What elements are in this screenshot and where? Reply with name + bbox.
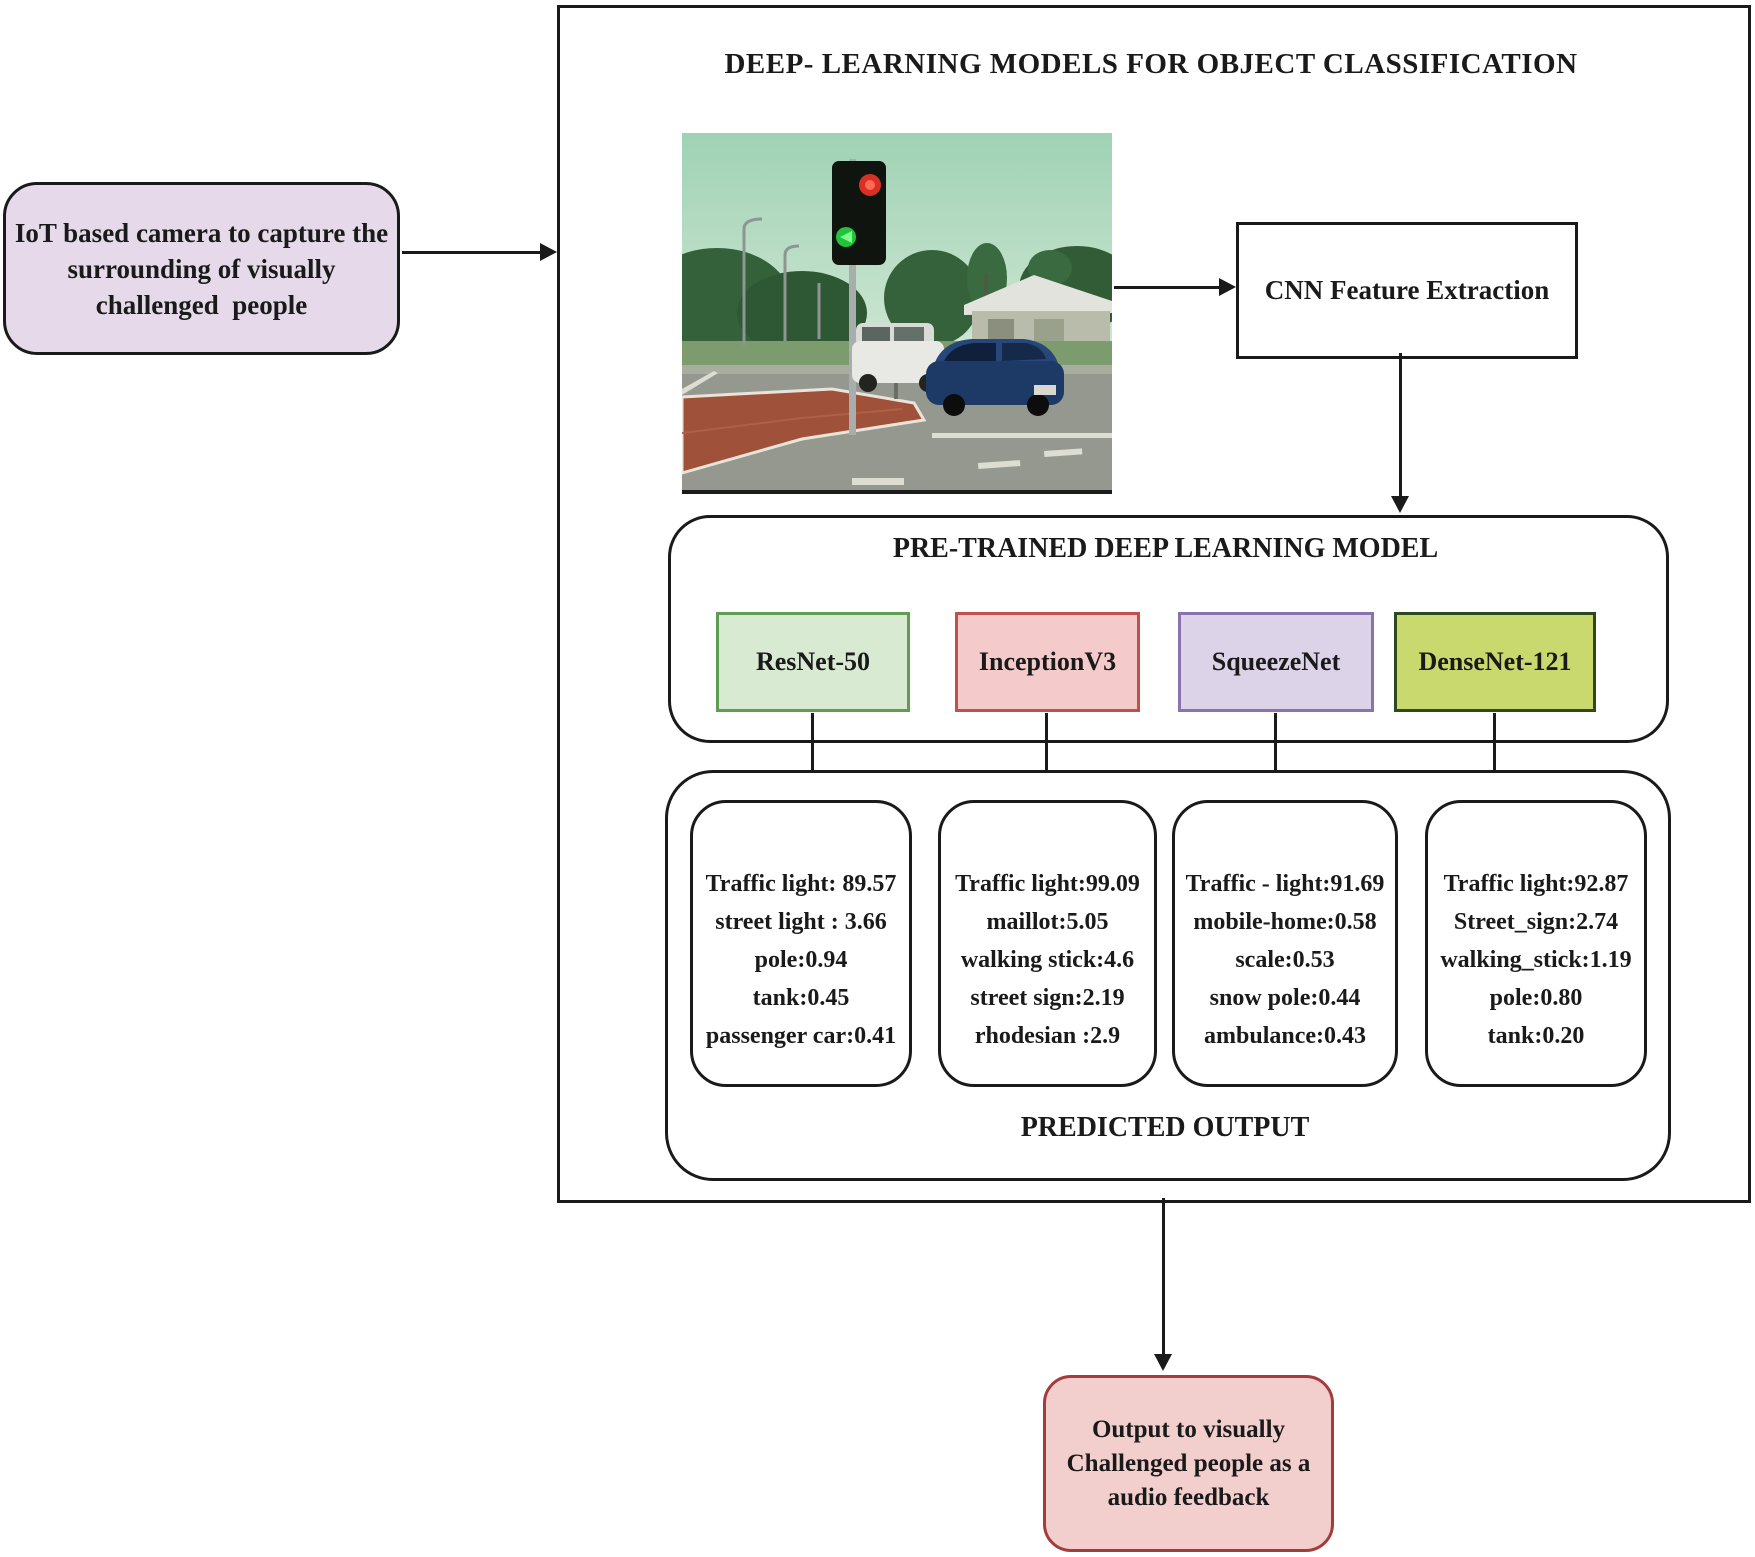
result-line: Street_sign:2.74 [1453, 909, 1619, 935]
result-line: street sign:2.19 [970, 985, 1125, 1011]
result-line: walking stick:4.6 [960, 947, 1135, 973]
input-iot-box: IoT based camera to capture the surround… [3, 182, 400, 355]
cnn-feature-extraction-box: CNN Feature Extraction [1236, 222, 1578, 359]
predicted-output-title: PREDICTED OUTPUT [1020, 1112, 1310, 1143]
result-line: Traffic light: 89.57 [705, 871, 897, 897]
model-label: DenseNet-121 [1418, 647, 1572, 676]
diagram-title: DEEP- LEARNING MODELS FOR OBJECT CLASSIF… [724, 48, 1578, 80]
output-audio-box: Output to visually Challenged people as … [1043, 1375, 1334, 1552]
model-box-densenet121: DenseNet-121 [1394, 612, 1596, 712]
model-label: InceptionV3 [978, 647, 1117, 676]
result-line: pole:0.80 [1489, 985, 1583, 1011]
result-line: ambulance:0.43 [1204, 1023, 1366, 1049]
lamp-posts [742, 217, 821, 345]
model-box-squeezenet: SqueezeNet [1178, 612, 1374, 712]
input-box-line: IoT based camera to capture the [14, 217, 389, 248]
arrow-input-to-pipeline [402, 251, 542, 254]
result-line: rhodesian :2.9 [974, 1023, 1121, 1049]
road-markings [682, 371, 1112, 485]
arrow-inception-to-result [1045, 713, 1048, 785]
arrow-photo-to-cnn-head [1219, 278, 1236, 296]
result-box-squeezenet: Traffic - light:91.69 mobile-home:0.58 s… [1172, 800, 1398, 1087]
result-line: Traffic light:92.87 [1443, 871, 1629, 897]
arrow-squeezenet-to-result [1274, 713, 1277, 785]
result-line: scale:0.53 [1235, 947, 1335, 973]
cnn-box-label: CNN Feature Extraction [1264, 275, 1550, 305]
result-line: passenger car:0.41 [705, 1023, 897, 1049]
arrow-densenet-to-result [1493, 713, 1496, 785]
result-box-resnet50: Traffic light: 89.57 street light : 3.66… [690, 800, 912, 1087]
result-box-densenet121: Traffic light:92.87 Street_sign:2.74 wal… [1425, 800, 1647, 1087]
traffic-light [832, 159, 886, 435]
input-box-line: challenged people [95, 289, 308, 320]
result-line: tank:0.20 [1487, 1023, 1585, 1049]
result-line: mobile-home:0.58 [1193, 909, 1377, 935]
result-line: walking_stick:1.19 [1440, 947, 1632, 973]
arrow-photo-to-cnn [1114, 286, 1220, 289]
arrow-cnn-to-pretrained [1399, 353, 1402, 498]
result-line: maillot:5.05 [986, 909, 1109, 935]
result-box-inceptionv3: Traffic light:99.09 maillot:5.05 walking… [938, 800, 1157, 1087]
arrow-resnet-to-result [811, 713, 814, 785]
output-box-line: audio feedback [1107, 1483, 1270, 1511]
result-line: tank:0.45 [752, 985, 850, 1011]
brick-median [682, 387, 927, 475]
result-line: Traffic - light:91.69 [1185, 871, 1385, 897]
traffic-scene-image [682, 133, 1112, 494]
input-box-line: surrounding of visually [67, 253, 336, 284]
arrow-input-to-pipeline-head [540, 243, 557, 261]
model-label: SqueezeNet [1211, 647, 1341, 676]
arrow-pipeline-to-output-head [1154, 1354, 1172, 1371]
model-box-resnet50: ResNet-50 [716, 612, 910, 712]
white-suv [852, 323, 944, 392]
arrow-pipeline-to-output [1162, 1198, 1165, 1356]
blue-sedan [926, 339, 1064, 416]
traffic-scene-svg [682, 133, 1112, 490]
house [964, 275, 1112, 345]
pretrained-title: PRE-TRAINED DEEP LEARNING MODEL [892, 533, 1439, 564]
result-line: street light : 3.66 [715, 909, 887, 935]
result-line: snow pole:0.44 [1209, 985, 1361, 1011]
arrow-cnn-to-pretrained-head [1391, 496, 1409, 513]
result-line: pole:0.94 [754, 947, 848, 973]
output-box-line: Challenged people as a [1066, 1449, 1311, 1477]
result-line: Traffic light:99.09 [955, 871, 1140, 897]
model-box-inceptionv3: InceptionV3 [955, 612, 1140, 712]
model-label: ResNet-50 [755, 647, 871, 676]
output-box-line: Output to visually [1091, 1415, 1286, 1443]
